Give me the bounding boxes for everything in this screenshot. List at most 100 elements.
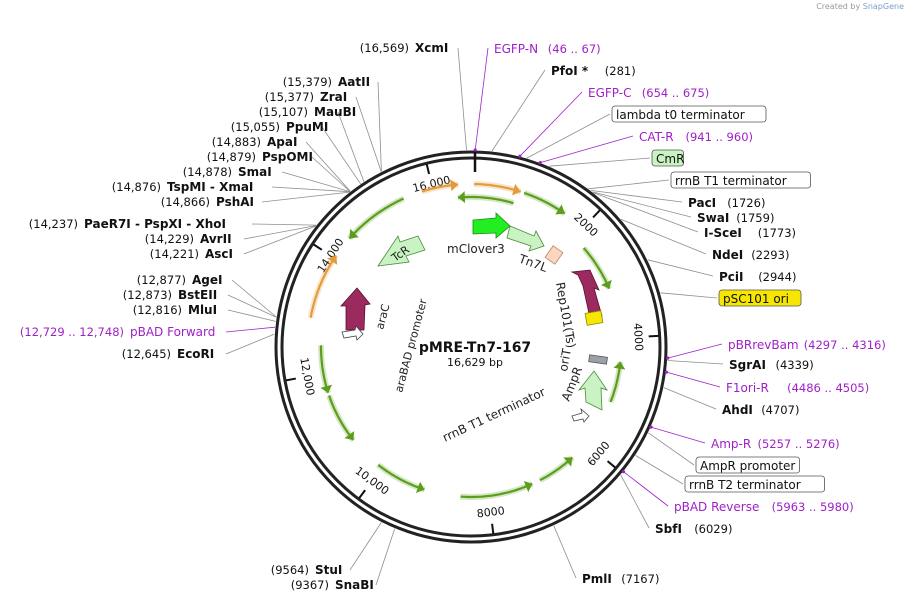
label-connector <box>457 47 467 151</box>
left-label-5[interactable]: (14,883)ApaI <box>212 135 298 149</box>
site-position: (9564) <box>271 563 309 577</box>
tick-label: 4000 <box>631 323 646 352</box>
site-position: (14,237) <box>29 217 78 231</box>
rep101-label: Rep101(Ts) <box>553 281 578 349</box>
left-label-0[interactable]: (16,569)XcmI <box>360 41 449 55</box>
right-label-1[interactable]: PfoI *(281) <box>551 64 636 78</box>
right-label-5[interactable]: CmR <box>651 149 684 167</box>
right-label-13[interactable]: pBRrevBam(4297 .. 4316) <box>728 338 886 352</box>
feature-arc[interactable] <box>457 195 514 205</box>
tick-mark <box>358 489 366 499</box>
feature-arc[interactable] <box>319 345 330 394</box>
right-label-6[interactable]: rrnB T1 terminator <box>670 171 812 189</box>
tn7l-feature[interactable]: Tn7L <box>506 225 550 275</box>
site-name: PaeR7I - PspXI - XhoI <box>84 217 226 231</box>
label-connector <box>243 225 316 240</box>
right-label-18[interactable]: AmpR promoter <box>695 456 800 474</box>
left-label-9[interactable]: (14,866)PshAI <box>161 195 254 209</box>
label-connector <box>635 455 684 485</box>
right-label-7[interactable]: PacI(1726) <box>688 196 765 210</box>
right-label-17[interactable]: Amp-R(5257 .. 5276) <box>711 437 840 451</box>
feature-arc-arrowhead <box>327 255 338 265</box>
right-label-9[interactable]: I-SceI(1773) <box>704 226 796 240</box>
left-label-7[interactable]: (14,878)SmaI <box>183 165 272 179</box>
right-label-16[interactable]: AhdI(4707) <box>722 403 799 417</box>
feature-label-box <box>670 171 812 189</box>
feature-arc[interactable] <box>523 191 566 215</box>
feature-label-box <box>684 475 826 493</box>
right-label-19[interactable]: rrnB T2 terminator <box>684 475 826 493</box>
site-name: ZraI <box>320 90 347 104</box>
site-name: AscI <box>205 247 233 261</box>
ampr-feature[interactable]: AmpR <box>559 365 609 423</box>
feature-arc[interactable] <box>460 482 533 499</box>
left-label-13[interactable]: (12,877)AgeI <box>137 273 223 287</box>
primer-site-dot <box>664 370 669 374</box>
right-label-10[interactable]: NdeI(2293) <box>712 248 789 262</box>
label-connector <box>553 525 577 579</box>
label-connector <box>243 225 316 255</box>
left-label-15[interactable]: (12,816)MluI <box>133 303 217 317</box>
site-name: CAT-R <box>639 130 674 144</box>
left-label-8[interactable]: (14,876)TspMI - XmaI <box>112 180 254 194</box>
right-label-15[interactable]: F1ori-R(4486 .. 4505) <box>726 381 869 395</box>
right-label-22[interactable]: PmlI(7167) <box>582 572 659 586</box>
left-label-4[interactable]: (15,055)PpuMI <box>231 120 329 134</box>
site-position: (12,645) <box>122 347 171 361</box>
site-name: pBRrevBam <box>728 338 799 352</box>
right-label-2[interactable]: EGFP-C(654 .. 675) <box>588 86 709 100</box>
left-label-10[interactable]: (14,237) PaeR7I - PspXI - XhoI <box>29 217 226 231</box>
right-label-14[interactable]: SgrAI(4339) <box>729 358 814 372</box>
left-label-14[interactable]: (12,873)BstEII <box>123 288 217 302</box>
site-name: Amp-R <box>711 437 751 451</box>
feature-arc[interactable] <box>309 254 338 318</box>
left-label-2[interactable]: (15,377)ZraI <box>265 90 347 104</box>
site-position: (5963 .. 5980) <box>772 500 854 514</box>
mclover3-feature[interactable]: mClover3 <box>447 212 511 256</box>
left-label-11[interactable]: (14,229)AvrII <box>145 232 232 246</box>
left-label-1[interactable]: (15,379)AatII <box>283 75 370 89</box>
right-label-0[interactable]: EGFP-N (46 .. 67) <box>494 42 601 56</box>
right-label-8[interactable]: SwaI(1759) <box>697 211 774 225</box>
feature-arc-arrowhead <box>512 183 521 196</box>
site-name: PmlI <box>582 572 612 586</box>
rrnb-t1-terminator-inner-label: rrnB T1 terminator <box>440 385 547 445</box>
arac-feature[interactable]: araC <box>340 287 393 331</box>
site-name: SgrAI <box>729 358 766 372</box>
left-label-16[interactable]: (12,729 .. 12,748)pBAD Forward <box>20 325 215 339</box>
right-label-3[interactable]: lambda t0 terminator <box>611 105 767 123</box>
label-connector <box>667 343 723 359</box>
right-label-4[interactable]: CAT-R(941 .. 960) <box>639 130 753 144</box>
left-label-18[interactable]: (9564)StuI <box>271 563 343 577</box>
mclover3-label: mClover3 <box>447 242 505 256</box>
feature-arc[interactable] <box>582 247 611 290</box>
feature-arc[interactable] <box>328 395 355 441</box>
site-position: (2944) <box>758 270 796 284</box>
site-name: PacI <box>688 196 716 210</box>
feature-arc[interactable] <box>348 197 405 240</box>
tcr-feature[interactable]: TcR <box>377 235 426 267</box>
right-label-12[interactable]: pSC101 ori <box>718 289 802 307</box>
feature-arc-arrowhead <box>600 279 612 289</box>
left-label-17[interactable]: (12,645) EcoRI <box>122 347 214 361</box>
left-label-12[interactable]: (14,221)AscI <box>150 247 233 261</box>
feature-arc[interactable] <box>377 463 425 491</box>
site-name: EGFP-N <box>494 42 538 56</box>
right-label-21[interactable]: SbfI(6029) <box>655 522 732 536</box>
feature-arc[interactable] <box>474 182 522 193</box>
feature-arc[interactable] <box>609 361 622 403</box>
left-label-3[interactable]: (15,107)MauBI <box>259 105 356 119</box>
feature-arc-arrowhead <box>458 191 466 204</box>
site-position: (46 .. 67) <box>548 42 601 56</box>
site-name: NdeI <box>712 248 743 262</box>
left-label-6[interactable]: (14,879)PspOMI <box>207 150 313 164</box>
label-connector <box>590 190 683 203</box>
right-label-11[interactable]: PciI(2944) <box>719 270 796 284</box>
right-label-20[interactable]: pBAD Reverse(5963 .. 5980) <box>674 500 854 514</box>
site-name: SnaBI <box>335 578 374 592</box>
site-name: MluI <box>188 303 217 317</box>
site-name: EcoRI <box>177 347 214 361</box>
rep101-feature[interactable]: Rep101(Ts) <box>553 269 604 349</box>
label-connector <box>588 179 670 190</box>
left-label-19[interactable]: (9367)SnaBI <box>291 578 374 592</box>
